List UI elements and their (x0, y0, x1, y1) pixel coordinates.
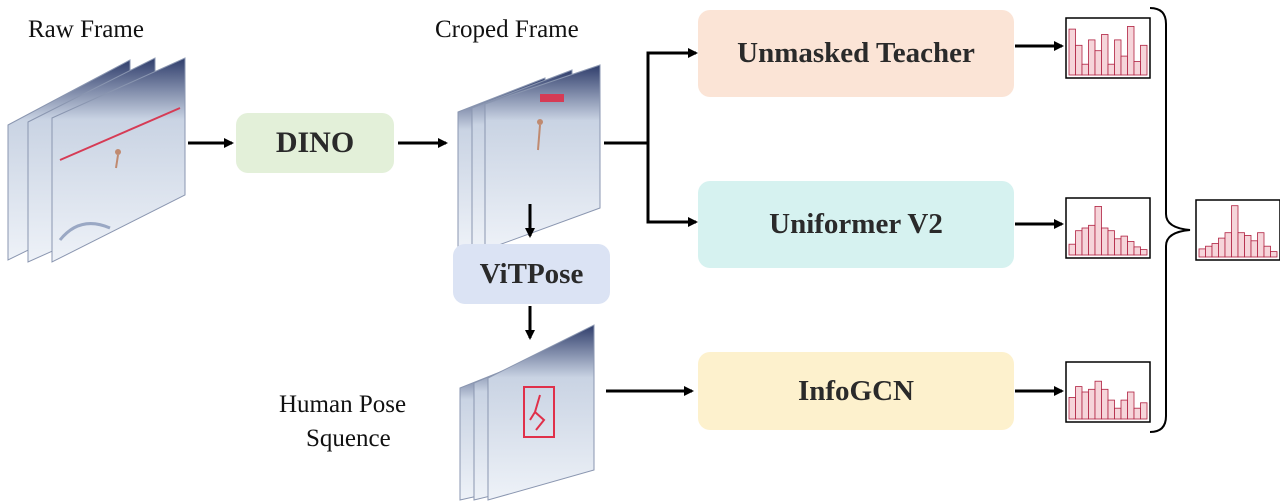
hist-bar-uniformer (1133, 246, 1141, 256)
hist-bar-unmasked-teacher (1075, 44, 1083, 76)
hist-bar-unmasked-teacher (1133, 61, 1141, 76)
hist-bar-fused (1237, 232, 1245, 258)
hist-bar-fused (1257, 232, 1265, 258)
raw-frame-stack (7, 57, 186, 263)
fusion-bracket (1149, 7, 1191, 433)
arrow-to-unmasked-teacher (604, 48, 698, 145)
hist-bar-infogcn (1094, 380, 1102, 420)
hist-bar-unmasked-teacher (1094, 50, 1102, 76)
hist-bar-uniformer (1101, 227, 1109, 256)
hist-bar-infogcn (1140, 402, 1148, 420)
hist-bar-uniformer (1081, 227, 1089, 256)
hist-bar-fused (1218, 237, 1226, 258)
human-pose-label-line2: Squence (306, 425, 391, 452)
hist-bar-fused (1270, 251, 1278, 258)
raw-frame-label: Raw Frame (28, 16, 144, 43)
hist-bar-uniformer (1088, 224, 1096, 256)
human-pose-label-line1: Human Pose (279, 391, 407, 418)
hist-bar-infogcn (1101, 388, 1109, 420)
hist-bar-infogcn (1088, 388, 1096, 420)
hist-bar-infogcn (1075, 386, 1083, 420)
hist-bar-infogcn (1107, 399, 1115, 420)
arrow-to-uniformer (646, 143, 698, 227)
hist-bar-infogcn (1133, 407, 1141, 420)
dino-box: DINO (236, 113, 394, 173)
uniformer-box: Uniformer V2 (698, 181, 1014, 268)
hist-bar-infogcn (1127, 391, 1135, 420)
hist-bar-uniformer (1075, 230, 1083, 256)
cropped-frame-stack (457, 64, 601, 253)
hist-bar-uniformer (1140, 249, 1148, 256)
croped-frame-label: Croped Frame (435, 16, 579, 43)
hist-bar-uniformer (1068, 243, 1076, 256)
pose-frame-stack (459, 324, 595, 501)
hist-bar-fused (1250, 240, 1258, 258)
hist-bar-unmasked-teacher (1140, 44, 1148, 76)
hist-bar-infogcn (1114, 407, 1122, 420)
hist-bar-uniformer (1107, 230, 1115, 256)
hist-bar-unmasked-teacher (1120, 55, 1128, 76)
hist-bar-infogcn (1120, 399, 1128, 420)
hist-bar-unmasked-teacher (1068, 28, 1076, 76)
hist-bar-unmasked-teacher (1101, 34, 1109, 76)
hist-bar-uniformer (1114, 238, 1122, 256)
hist-bar-uniformer (1094, 205, 1102, 256)
hist-bar-uniformer (1127, 241, 1135, 256)
hist-bar-fused (1231, 205, 1239, 258)
hist-bar-unmasked-teacher (1107, 63, 1115, 76)
hist-bar-fused (1244, 234, 1252, 258)
unmasked-teacher-box: Unmasked Teacher (698, 10, 1014, 97)
hist-bar-uniformer (1120, 235, 1128, 256)
hist-bar-unmasked-teacher (1088, 39, 1096, 76)
hist-bar-fused (1211, 243, 1219, 258)
hist-bar-unmasked-teacher (1081, 63, 1089, 76)
hist-bar-fused (1205, 245, 1213, 258)
infogcn-box: InfoGCN (698, 352, 1014, 430)
histogram-frames (1065, 17, 1280, 423)
hist-bar-fused (1198, 248, 1206, 258)
hist-bar-fused (1224, 232, 1232, 258)
vitpose-box: ViTPose (453, 244, 610, 304)
hist-bar-unmasked-teacher (1114, 39, 1122, 76)
hist-bar-infogcn (1068, 396, 1076, 420)
hist-bar-unmasked-teacher (1127, 25, 1135, 76)
arrows (188, 41, 1064, 396)
hist-bar-infogcn (1081, 391, 1089, 420)
hist-bar-fused (1263, 245, 1271, 258)
